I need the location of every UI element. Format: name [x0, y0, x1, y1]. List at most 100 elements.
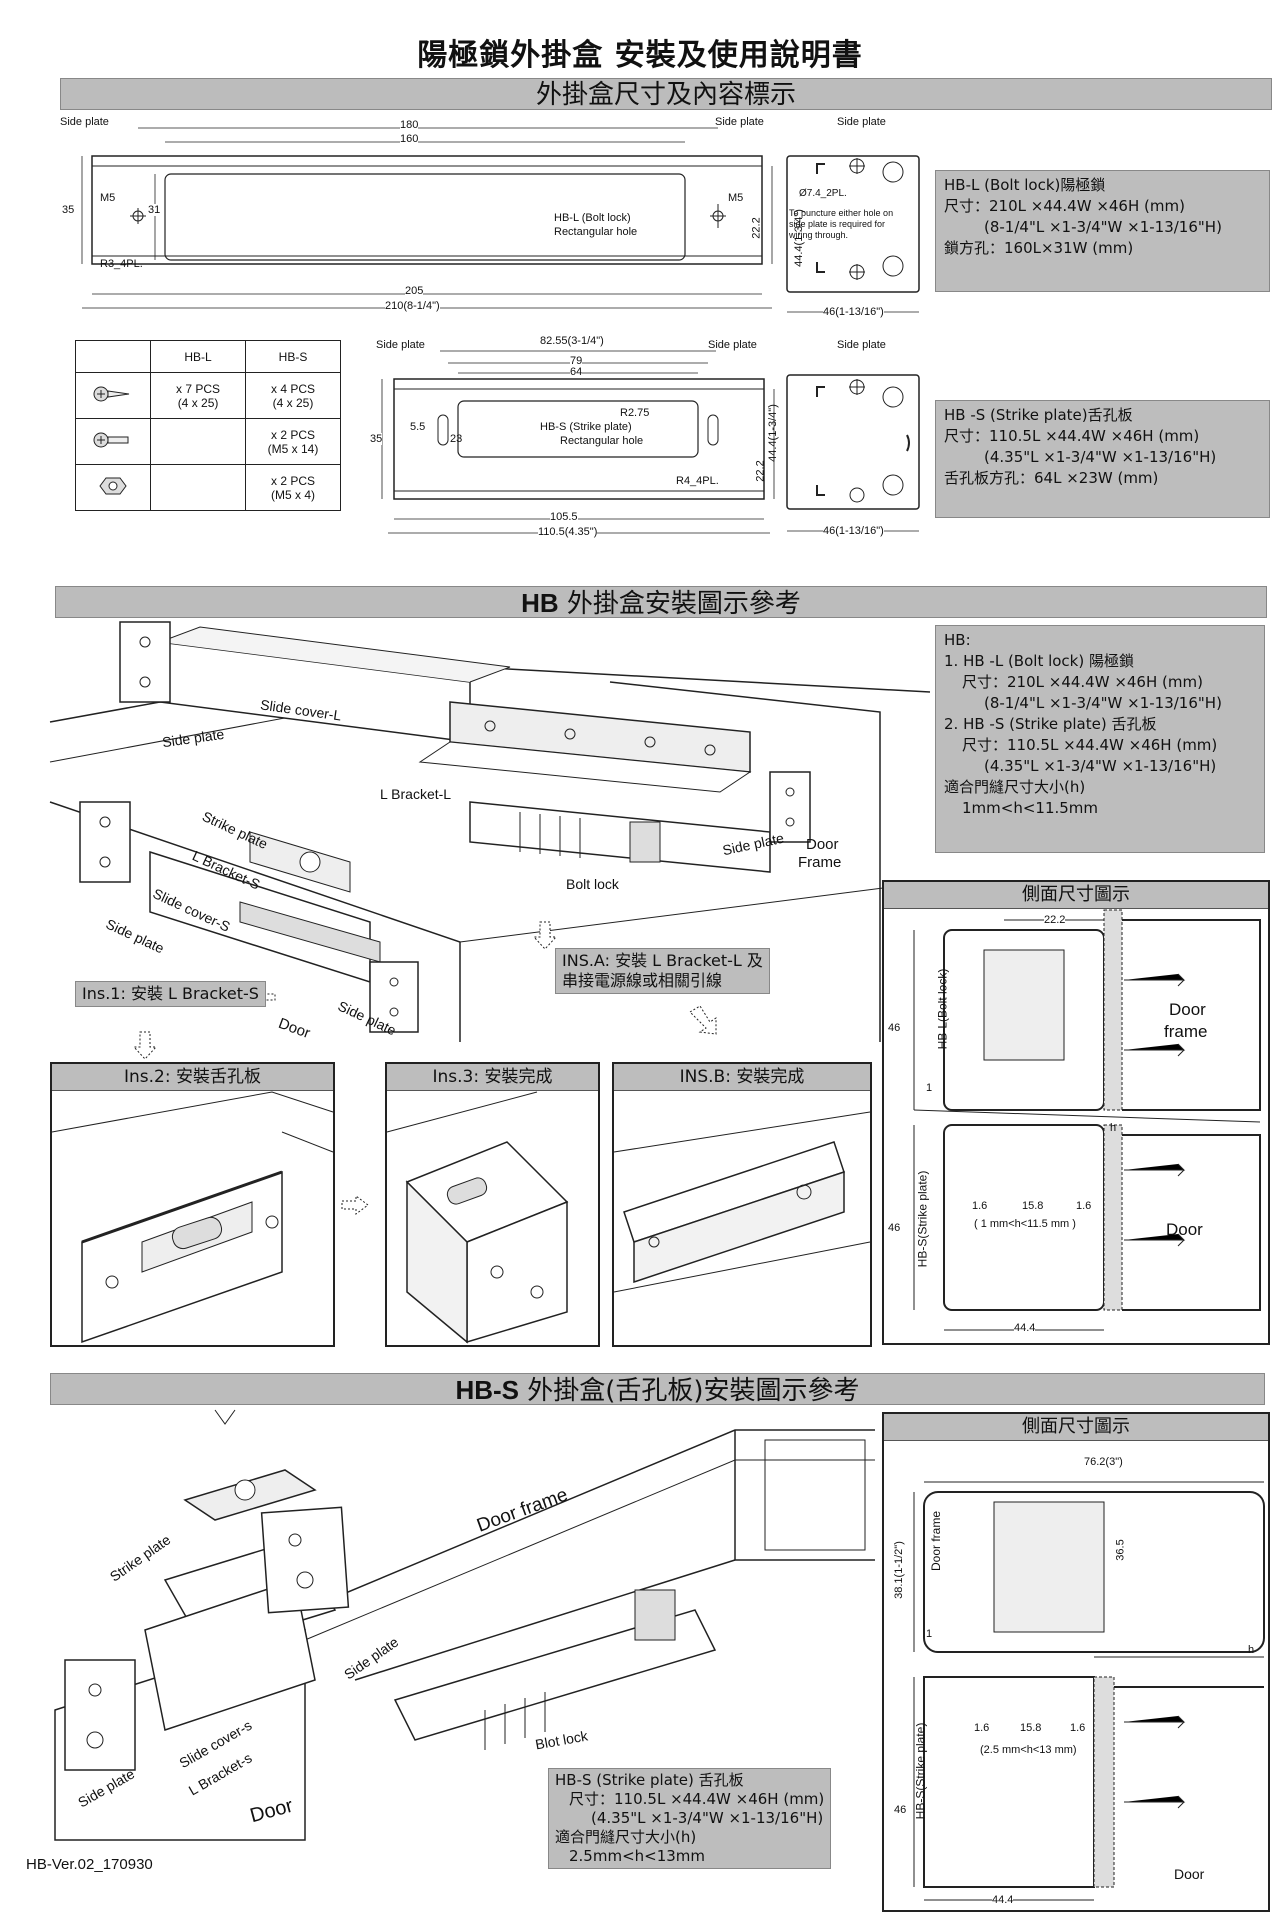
section-band-hbs-rest: 外掛盒(舌孔板)安裝圖示參考	[519, 1376, 860, 1406]
hbs-dim-8255: 82.55(3-1/4")	[540, 335, 604, 347]
hb-side-panel: 側面尺寸圖示 22.2 HB-L(Bolt lock) 46 1 Door fr…	[882, 880, 1270, 1345]
parts-col-hbs: HB-S	[245, 340, 341, 373]
parts-row2-hbs-size: (M5 x 14)	[267, 441, 319, 456]
hbs-side-panel-head: 側面尺寸圖示	[884, 1414, 1268, 1441]
hbs-spec-box: HB -S (Strike plate)舌孔板 尺寸：110.5L ×44.4W…	[935, 400, 1270, 518]
hbs-callout-line4: 適合門縫尺寸大小(h)	[555, 1828, 697, 1846]
hbl-spec-box: HB-L (Bolt lock)陽極鎖 尺寸：210L ×44.4W ×46H …	[935, 170, 1270, 292]
insA-callout: INS.A: 安裝 L Bracket-L 及 串接電源線或相關引線	[555, 948, 770, 994]
hbl-dim-31: 31	[148, 204, 161, 216]
hbs-side-plate-left: Side plate	[376, 339, 425, 351]
hbl-end-note-1: To puncture either hole on	[789, 208, 894, 218]
parts-row1-hbl-qty: x 7 PCS	[176, 381, 221, 396]
hbl-end-note-3: wiring through.	[789, 230, 849, 240]
hb-side-door-frame-2: frame	[1164, 1022, 1208, 1041]
hbl-dim-35: 35	[62, 204, 75, 216]
hb-spec-line0: HB:	[944, 631, 971, 649]
hbs-side-panel-drawing	[913, 1481, 1265, 1901]
hbs-side-panel: 側面尺寸圖示 76.2(3") Door frame 38.1(1-1/2") …	[882, 1412, 1270, 1912]
hbs-side-label-frame: Door frame	[929, 1510, 944, 1572]
ins3-panel: Ins.3: 安裝完成	[385, 1062, 600, 1347]
hbs-side-door: Door	[1174, 1866, 1205, 1882]
parts-row1-hbs-size: (4 x 25)	[272, 395, 314, 410]
hbs-side-dim-762: 76.2(3")	[1084, 1456, 1123, 1468]
hbs-spec-callout: HB-S (Strike plate) 舌孔板 尺寸：110.5L ×44.4W…	[548, 1768, 832, 1869]
hb-exploded-lines	[49, 621, 931, 1060]
hbs-side-h: h	[1248, 1644, 1255, 1656]
parts-row3-hbl	[150, 464, 247, 511]
ins1-callout: Ins.1: 安裝 L Bracket-S	[75, 981, 266, 1007]
hb-spec-line7: 適合門縫尺寸大小(h)	[944, 778, 1086, 796]
parts-row3-hbs-size: (M5 x 4)	[271, 487, 316, 502]
hbs-side-dim-381: 38.1(1-1/2")	[892, 1541, 905, 1599]
hbl-spec-line3: (8-1/4"L ×1-3/4"W ×1-13/16"H)	[984, 218, 1222, 236]
hb-side-panel-drawing	[913, 909, 1261, 1331]
hbs-side-label-strike: HB-S(Strike plate)	[913, 1722, 928, 1820]
parts-row1-hbs: x 4 PCS(4 x 25)	[245, 372, 341, 419]
hex-nut-icon	[74, 464, 152, 511]
hb-spec-line8: 1mm<h<11.5mm	[962, 799, 1099, 817]
hbs-side-dim-444: 44.4	[992, 1894, 1014, 1906]
hb-label-bolt-lock: Bolt lock	[566, 876, 619, 892]
hbl-drawing: Side plate Side plate 180 160 35 31 M5 M…	[60, 112, 805, 322]
hbs-drawing: Side plate Side plate 82.55(3-1/4") 79 6…	[370, 335, 790, 545]
hbs-dim-35: 35	[370, 433, 383, 445]
hbs-side-dim-16b: 1.6	[1070, 1722, 1086, 1734]
hbs-exploded-lines	[54, 1409, 875, 1841]
hb-exploded-drawing: Slide cover-L Side plate L Bracket-L Str…	[49, 621, 931, 1060]
insB-head: INS.B: 安裝完成	[614, 1064, 870, 1091]
hbl-end-dim: 46(1-13/16")	[823, 306, 884, 318]
hbs-side-dim-16a: 1.6	[974, 1722, 990, 1734]
hbs-r275: R2.75	[620, 407, 650, 419]
section-band-dimensions: 外掛盒尺寸及內容標示	[60, 78, 1272, 110]
hbs-dim-222: 22.2	[754, 460, 767, 482]
hb-spec-box: HB: 1. HB -L (Bolt lock) 陽極鎖 尺寸：210L ×44…	[935, 625, 1265, 853]
hb-side-dim-1: 1	[926, 1082, 933, 1094]
hb-side-label-strike: HB-S(Strike plate)	[915, 1170, 930, 1268]
screw-wood-icon	[74, 372, 152, 419]
hbs-hole-label-1: HB-S (Strike plate)	[540, 421, 632, 433]
section-band-hb-bold: HB	[521, 588, 559, 618]
parts-row3-hbs-qty: x 2 PCS	[271, 473, 316, 488]
hbl-dim-210: 210(8-1/4")	[385, 300, 440, 312]
hb-side-door: Door	[1166, 1220, 1203, 1239]
parts-row1-hbl-size: (4 x 25)	[177, 395, 219, 410]
hb-label-door-frame-1: Door	[806, 836, 839, 853]
hb-label-door-frame-2: Frame	[798, 854, 842, 871]
hb-side-gap: ( 1 mm<h<11.5 mm )	[974, 1218, 1076, 1230]
parts-row2-hbs-qty: x 2 PCS	[271, 427, 316, 442]
hb-side-h: h	[1110, 1122, 1117, 1134]
parts-col-hbl: HB-L	[150, 340, 247, 373]
hb-side-dim-444: 44.4	[1014, 1322, 1036, 1334]
hbs-callout-line1: HB-S (Strike plate) 舌孔板	[555, 1771, 744, 1789]
parts-row2-hbl	[150, 418, 247, 465]
hbs-spec-line4: 舌孔板方孔：64L ×23W (mm)	[944, 469, 1159, 487]
hbl-drawing-lines	[81, 127, 773, 309]
hbl-dim-222: 22.2	[750, 217, 763, 239]
section-band-hbs-install: HB-S 外掛盒(舌孔板)安裝圖示參考	[50, 1373, 1265, 1406]
parts-table: HB-L HB-S x 7 PCS(4 x 25) x 4 PCS(4 x 25…	[74, 340, 341, 511]
hbl-spec-line4: 鎖方孔：160L×31W (mm)	[944, 239, 1134, 257]
hbs-end-side-plate: Side plate	[837, 339, 886, 351]
section-band-hb-install: HB 外掛盒安裝圖示參考	[55, 586, 1267, 619]
hbl-hole-label-2: Rectangular hole	[554, 226, 638, 238]
hbl-spec-line2: 尺寸：210L ×44.4W ×46H (mm)	[944, 197, 1185, 215]
parts-row3-hbs: x 2 PCS(M5 x 4)	[245, 464, 341, 511]
screw-machine-icon	[74, 418, 152, 465]
page-title: 陽極鎖外掛盒 安裝及使用說明書	[417, 38, 863, 73]
hb-spec-line3: (8-1/4"L ×1-3/4"W ×1-13/16"H)	[984, 694, 1222, 712]
insB-drawing	[613, 1111, 871, 1293]
hbl-dim-180: 180	[400, 119, 419, 131]
hbs-spec-line2: 尺寸：110.5L ×44.4W ×46H (mm)	[944, 427, 1200, 445]
arrow-right-icon	[340, 1195, 370, 1215]
hex-nut-icon-shape	[99, 477, 127, 495]
parts-row1-hbs-qty: x 4 PCS	[271, 381, 316, 396]
hbs-callout-line3: (4.35"L ×1-3/4"W ×1-13/16"H)	[591, 1809, 824, 1827]
ins2-panel: Ins.2: 安裝舌孔板	[50, 1062, 335, 1347]
insA-line1: INS.A: 安裝 L Bracket-L 及	[562, 951, 763, 970]
hbs-end-view: Side plate 46(1-13/16")	[785, 335, 925, 545]
hb-side-dim-158: 15.8	[1022, 1200, 1044, 1212]
section-band-hbs-bold: HB-S	[455, 1375, 519, 1405]
hbs-drawing-lines	[381, 350, 775, 534]
hbl-m5-right: M5	[728, 192, 744, 204]
